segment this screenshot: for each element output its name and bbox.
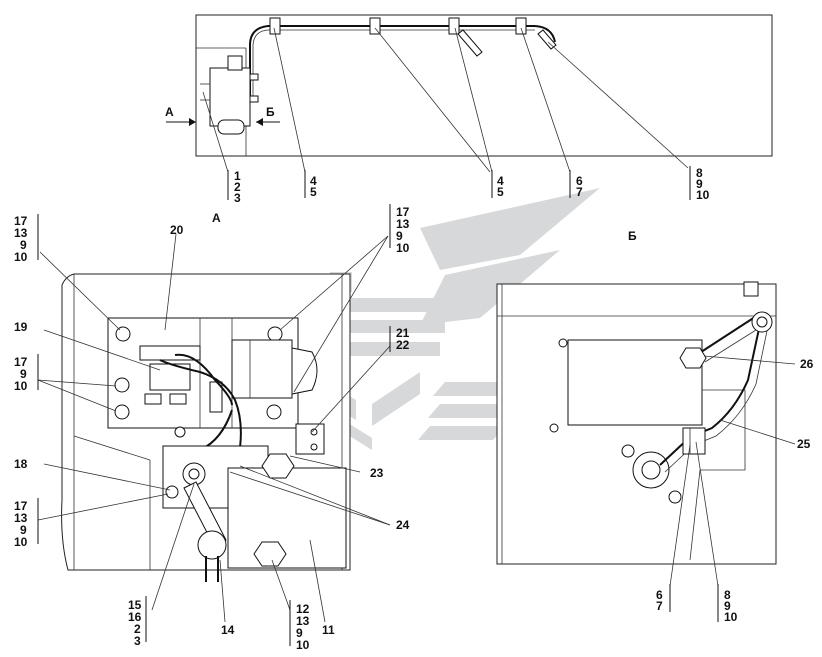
part-number-label: 24 bbox=[396, 518, 410, 532]
callout-label: 22 bbox=[396, 338, 410, 352]
callout-label: 10 bbox=[696, 188, 710, 202]
callout-label: 8 bbox=[696, 166, 703, 180]
hose-end bbox=[537, 29, 557, 50]
clamp bbox=[448, 17, 460, 35]
callout-label: 17 bbox=[14, 499, 28, 513]
callout-label: 3 bbox=[134, 634, 141, 648]
callout-label: 9 bbox=[20, 523, 27, 537]
callout-label: 9 bbox=[696, 177, 703, 191]
filter-housing bbox=[231, 339, 293, 399]
callout-label: 10 bbox=[14, 535, 28, 549]
callout-label: 21 bbox=[396, 326, 410, 340]
callout-label: 17 bbox=[14, 355, 28, 369]
callout-label: 3 bbox=[234, 191, 241, 205]
hex-nut bbox=[253, 541, 287, 567]
callout-label: 7 bbox=[576, 185, 583, 199]
callout-label: 9 bbox=[724, 599, 731, 613]
view-b-title: Б bbox=[628, 229, 637, 243]
view-b: Б 26 25 bbox=[496, 229, 814, 624]
fuel-filter bbox=[209, 67, 251, 127]
callout-label: 10 bbox=[396, 241, 410, 255]
view-arrow-b-label: Б bbox=[266, 105, 275, 119]
fuel-line bbox=[249, 25, 556, 100]
tank-body bbox=[195, 14, 773, 157]
clamp bbox=[515, 17, 527, 35]
callout-label: 17 bbox=[14, 214, 28, 228]
bolt bbox=[668, 490, 682, 504]
callout-label: 9 bbox=[20, 238, 27, 252]
part-number-label: 25 bbox=[797, 437, 811, 451]
pipe-clamp bbox=[682, 427, 706, 455]
bolt bbox=[174, 426, 186, 438]
callout-label: 9 bbox=[296, 626, 303, 640]
view-a: А bbox=[14, 204, 410, 652]
pipe-25 bbox=[659, 323, 761, 466]
callout-label: 13 bbox=[14, 511, 28, 525]
callout-label: 4 bbox=[310, 174, 317, 188]
callout-label: 10 bbox=[14, 250, 28, 264]
callout-label: 17 bbox=[396, 205, 410, 219]
filter-cap bbox=[291, 347, 318, 395]
pipe bbox=[174, 353, 233, 406]
callout-label: 6 bbox=[576, 174, 583, 188]
bolt bbox=[621, 444, 635, 458]
mounting-plate bbox=[567, 339, 703, 426]
bolt bbox=[114, 377, 130, 393]
bolt bbox=[743, 281, 759, 297]
part-number-label: 11 bbox=[322, 623, 335, 637]
valve-block bbox=[139, 345, 201, 361]
callout-label: 2 bbox=[134, 622, 141, 636]
lever bbox=[183, 481, 227, 547]
callout-label: 10 bbox=[724, 610, 738, 624]
view-arrow-a-label: А bbox=[165, 105, 174, 119]
part-11-plate bbox=[227, 467, 347, 569]
callout-label: 5 bbox=[497, 185, 504, 199]
bolt bbox=[115, 326, 131, 342]
drain-fitting bbox=[197, 530, 227, 560]
callout-label: 9 bbox=[20, 367, 27, 381]
pipe bbox=[159, 359, 242, 461]
hex-nut bbox=[261, 453, 295, 479]
bolt bbox=[267, 326, 283, 342]
top-view: А Б 1 2 3 4 5 4 5 6 7 8 9 10 bbox=[165, 14, 773, 205]
callout-label: 16 bbox=[128, 610, 142, 624]
part-number-label: 20 bbox=[170, 223, 184, 237]
callout-label: 1 bbox=[234, 169, 241, 183]
small-bracket bbox=[295, 423, 325, 455]
bolt bbox=[266, 404, 282, 420]
callout-label: 5 bbox=[310, 185, 317, 199]
callout-label: 2 bbox=[234, 180, 241, 194]
callout-label: 4 bbox=[497, 174, 504, 188]
callout-label: 10 bbox=[14, 379, 28, 393]
part-number-label: 26 bbox=[800, 357, 814, 371]
part-number-label: 18 bbox=[14, 457, 28, 471]
bolt bbox=[114, 404, 130, 420]
hex-nut bbox=[679, 347, 707, 369]
callout-label: 7 bbox=[656, 599, 663, 613]
callout-label: 6 bbox=[656, 588, 663, 602]
callout-label: 9 bbox=[396, 229, 403, 243]
part-number-label: 19 bbox=[14, 320, 28, 334]
callout-label: 15 bbox=[128, 598, 142, 612]
clamp bbox=[369, 17, 381, 35]
part-number-label: 14 bbox=[221, 623, 235, 637]
view-a-title: А bbox=[212, 211, 221, 225]
callout-label: 13 bbox=[396, 217, 410, 231]
callout-label: 13 bbox=[296, 614, 310, 628]
hose-26 bbox=[697, 314, 759, 355]
part-number-label: 23 bbox=[370, 466, 384, 480]
hose-end bbox=[457, 29, 483, 57]
callout-label: 12 bbox=[296, 602, 310, 616]
callout-label: 13 bbox=[14, 226, 28, 240]
bolt bbox=[165, 485, 179, 499]
callout-label: 10 bbox=[296, 638, 310, 652]
callout-label: 8 bbox=[724, 588, 731, 602]
